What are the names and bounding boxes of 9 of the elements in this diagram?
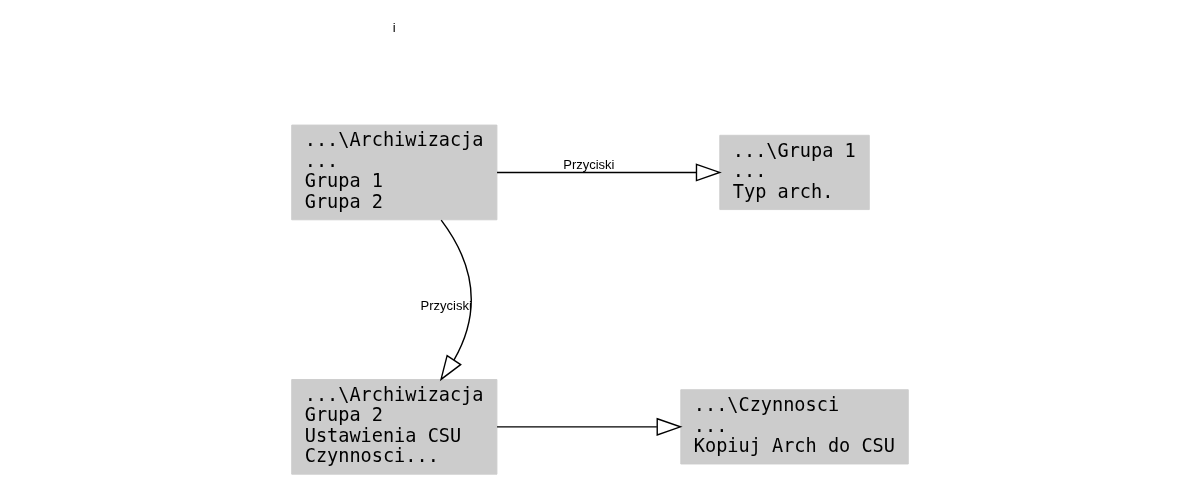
edge-label: Przyciski [562,156,614,172]
node-box: ...\Grupa 1 ... Typ arch. [718,134,870,211]
node-box: ...\Czynnosci ... Kopiuj Arch do CSU [679,389,909,465]
arrow [495,417,683,436]
label: i [392,19,396,35]
node-box: ...\Archiwizacja Grupa 2 Ustawienia CSU Czynnosci... [290,379,497,475]
arrow [495,163,722,182]
node-box: ...\Archiwizacja ... Grupa 1 Grupa 2 [290,124,497,221]
arrow [439,219,472,382]
